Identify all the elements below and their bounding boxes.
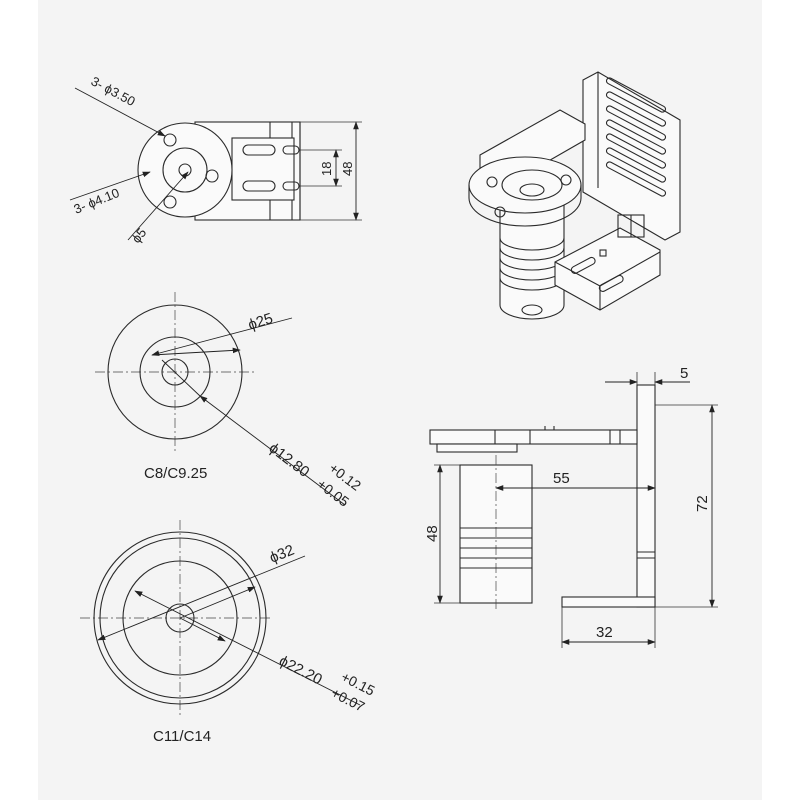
flange-hub — [162, 147, 208, 193]
c8-bore-circle — [139, 336, 211, 408]
mount-hole — [205, 169, 219, 183]
c11-rim-circle — [99, 537, 261, 699]
offset-label: 55 — [553, 470, 570, 487]
c8-bore-leader — [199, 395, 346, 506]
side-coupler-slits — [460, 527, 532, 569]
c8-bore-label: ϕ12.80 — [266, 440, 313, 481]
hole-leader — [74, 87, 166, 137]
vertical-plate — [636, 384, 656, 608]
bore-label: ϕ5 — [129, 225, 150, 246]
mount-hole — [163, 195, 177, 209]
isometric-view — [468, 71, 681, 320]
pcd-leader — [69, 171, 151, 201]
c8-outer-circle — [107, 304, 243, 440]
c11-bore-circle — [122, 560, 238, 676]
total-height-label: 72 — [694, 495, 711, 512]
c11-bore-label: ϕ22.20 — [276, 652, 325, 688]
c8-outer-label: ϕ25 — [246, 310, 275, 334]
pcd-label: 3- ϕ4.10 — [72, 185, 122, 217]
plate-thickness-label: 5 — [680, 365, 688, 382]
c11-bore-leader — [134, 590, 361, 706]
heat-fins — [605, 77, 667, 197]
side-arm — [429, 429, 638, 445]
c11-outer-leader — [97, 555, 306, 641]
hole-label: 3- ϕ3.50 — [89, 73, 138, 109]
mount-slot-lower — [242, 180, 300, 192]
mount-hole — [163, 133, 177, 147]
c11-outer-label: ϕ32 — [267, 542, 297, 567]
mount-slot-upper — [242, 144, 300, 156]
mount-front-view: 3- ϕ3.50 3- ϕ4.10 ϕ5 18 48 — [69, 73, 362, 246]
c8-caption: C8/C9.25 — [144, 465, 207, 482]
base-plate — [561, 596, 656, 608]
bore-leader — [127, 171, 189, 241]
bracket-height-label: 48 — [340, 162, 355, 176]
c11-caption: C11/C14 — [153, 728, 211, 745]
side-flange — [436, 443, 518, 453]
base-depth-label: 32 — [596, 624, 613, 641]
c11-hub-circle — [165, 603, 195, 633]
slot-spacing-label: 18 — [319, 162, 334, 176]
drawing-sheet: 3- ϕ3.50 3- ϕ4.10 ϕ5 18 48 — [38, 0, 762, 800]
side-view: 5 55 48 72 32 — [424, 365, 718, 648]
lower-bracket — [554, 227, 661, 311]
c8-hub-circle — [161, 358, 189, 386]
technical-drawing: 3- ϕ3.50 3- ϕ4.10 ϕ5 18 48 — [69, 71, 718, 745]
c8-outer-leader — [151, 317, 293, 356]
coupler-c11-view: ϕ32 ϕ22.20 +0.15 +0.07 C11/C14 — [80, 520, 378, 745]
coupler-c8-view: ϕ25 ϕ12.80 +0.12 +0.05 C8/C9.25 — [95, 292, 364, 510]
coupler-length-label: 48 — [424, 525, 441, 542]
flange-disc — [137, 122, 233, 218]
c11-outer-circle — [93, 531, 267, 705]
